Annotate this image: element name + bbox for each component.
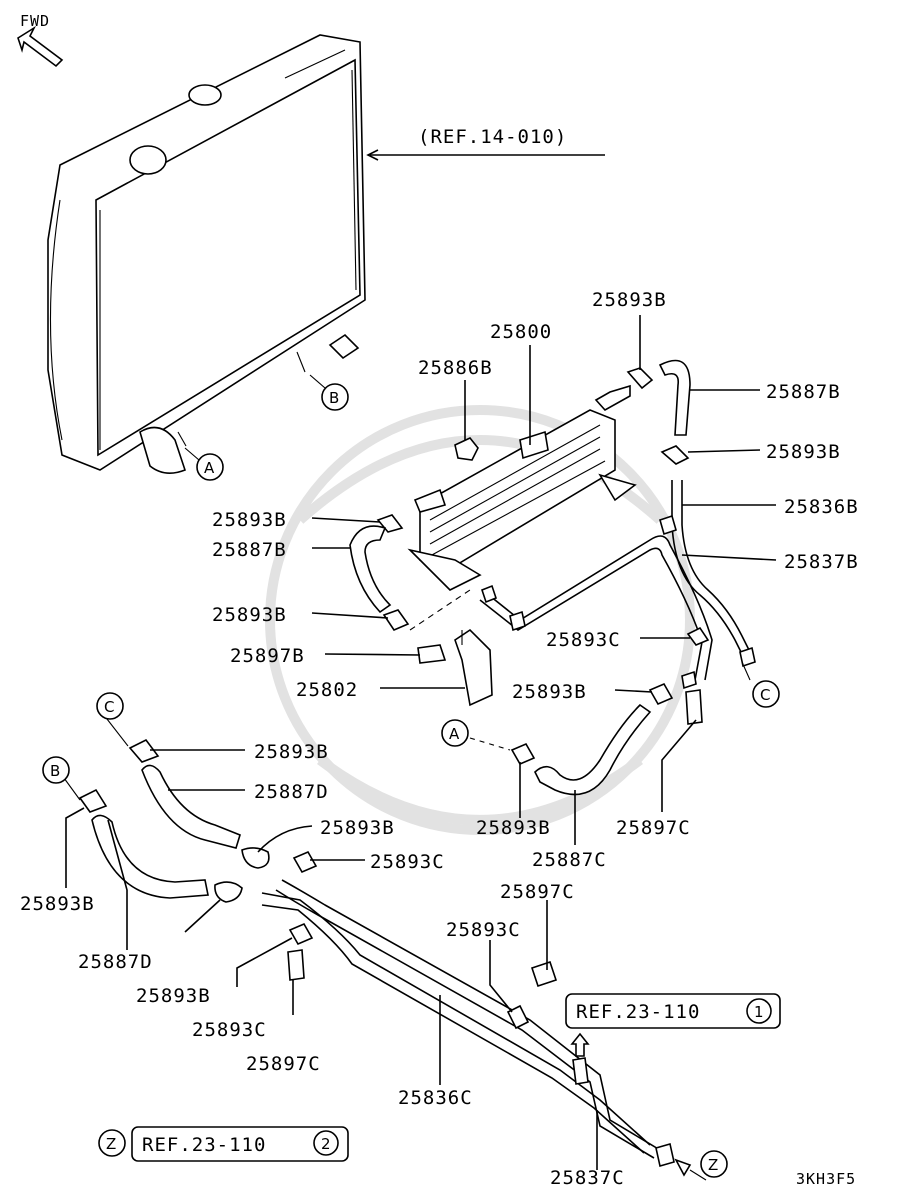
- fwd-arrow-icon: [17, 25, 64, 68]
- label-25893C-clamp: 25893C: [370, 851, 445, 873]
- label-25893B-lower: 25893B: [136, 985, 211, 1007]
- fitting-25897C-mid: [530, 960, 558, 988]
- clamp-25893B-c: [128, 738, 160, 763]
- svg-text:Z: Z: [106, 1135, 116, 1153]
- label-25836B: 25836B: [784, 496, 859, 518]
- marker-c-left: C: [96, 692, 124, 720]
- marker-a-top: A: [196, 453, 224, 481]
- clamp-25893B-top: [626, 367, 654, 390]
- svg-text:2: 2: [321, 1135, 331, 1153]
- label-25893B-leftlow: 25893B: [20, 893, 95, 915]
- label-25897C-bottom: 25897C: [246, 1053, 321, 1075]
- oil-cooler-25800: [407, 409, 637, 591]
- nut-25886B: [454, 437, 479, 461]
- label-25800: 25800: [490, 321, 552, 343]
- bracket-25802: [454, 628, 493, 707]
- hose-25887D-upper: [141, 764, 241, 849]
- radiator: [47, 34, 366, 474]
- label-25887B-left: 25887B: [212, 539, 287, 561]
- fwd-label: FWD: [20, 12, 50, 30]
- marker-z-bottom: Z: [700, 1150, 728, 1178]
- label-25886B: 25886B: [418, 357, 493, 379]
- bolt-25897B: [417, 644, 447, 664]
- svg-text:C: C: [104, 698, 114, 716]
- hose-25887B-right: [658, 359, 691, 436]
- ref-box-23-110-2: Z REF.23-110 2: [98, 1126, 349, 1162]
- label-25893B-c: 25893B: [254, 741, 329, 763]
- clamp-25893B-b: [78, 788, 108, 813]
- arrow-to-z-icon: [674, 1158, 692, 1177]
- fitting-25897C-bottom: [287, 949, 305, 981]
- clamp-25893C-mid: [686, 626, 710, 646]
- label-25893C-mid: 25893C: [546, 629, 621, 651]
- label-25837C: 25837C: [550, 1167, 625, 1187]
- leader-lines: [63, 315, 777, 1181]
- hose-25887B-left: [349, 525, 392, 614]
- radiator-ref-label: (REF.14-010): [418, 126, 567, 148]
- fitting-25897C-right: [685, 689, 703, 725]
- clamp-25893B-a: [510, 742, 536, 766]
- marker-b-left: B: [42, 756, 70, 784]
- label-25837B: 25837B: [784, 551, 859, 573]
- label-25893B-a: 25893B: [476, 817, 551, 839]
- marker-b-top: B: [321, 383, 349, 411]
- clamp-25893C-low: [506, 1004, 530, 1030]
- svg-text:REF.23-110: REF.23-110: [142, 1134, 266, 1156]
- clamp-25893B-mid: [648, 682, 674, 706]
- label-25893B-right: 25893B: [766, 441, 841, 463]
- tube-25837B: [484, 535, 713, 681]
- label-25893B-left1: 25893B: [212, 509, 287, 531]
- label-25887D-upper: 25887D: [254, 781, 329, 803]
- label-25802: 25802: [296, 679, 358, 701]
- svg-text:REF.23-110: REF.23-110: [576, 1001, 700, 1023]
- ref-box-23-110-1: REF.23-110 1: [565, 993, 781, 1029]
- arrow-up-to-ref1-icon: [570, 1032, 590, 1057]
- svg-text:B: B: [50, 762, 60, 780]
- label-25893C-bottom: 25893C: [192, 1019, 267, 1041]
- clamp-25893B-upper: [241, 847, 270, 869]
- clamp-25893C-lower: [288, 922, 314, 946]
- label-25897B: 25897B: [230, 645, 305, 667]
- label-25887D-lower: 25887D: [78, 951, 153, 973]
- label-25893B-left2: 25893B: [212, 604, 287, 626]
- tube-25836C: [261, 892, 651, 1146]
- label-25887C: 25887C: [532, 849, 607, 871]
- clamp-25893B-l2: [382, 609, 410, 631]
- marker-a-mid: A: [441, 719, 469, 747]
- label-25836C: 25836C: [398, 1087, 473, 1109]
- clamp-25893B-lower: [214, 881, 243, 903]
- label-25897C-mid: 25897C: [500, 881, 575, 903]
- hose-25887D-lower: [91, 814, 209, 899]
- label-25893B-clamp: 25893B: [320, 817, 395, 839]
- marker-c-right: C: [752, 680, 780, 708]
- label-25893B-top: 25893B: [592, 289, 667, 311]
- svg-text:A: A: [204, 459, 215, 477]
- svg-text:1: 1: [754, 1003, 764, 1021]
- diagram-code: 3KH3F5: [796, 1170, 856, 1187]
- clamp-25893B-right: [660, 445, 690, 465]
- label-25897C-right: 25897C: [616, 817, 691, 839]
- svg-text:C: C: [760, 686, 770, 704]
- label-25893B-mid: 25893B: [512, 681, 587, 703]
- svg-text:Z: Z: [708, 1156, 718, 1174]
- svg-text:B: B: [329, 389, 339, 407]
- svg-text:A: A: [449, 725, 460, 743]
- label-25887B-right: 25887B: [766, 381, 841, 403]
- label-25893C-low: 25893C: [446, 919, 521, 941]
- tube-25836B: [671, 480, 746, 661]
- hose-25887C: [534, 703, 652, 796]
- clamp-25893C-upper: [292, 850, 318, 874]
